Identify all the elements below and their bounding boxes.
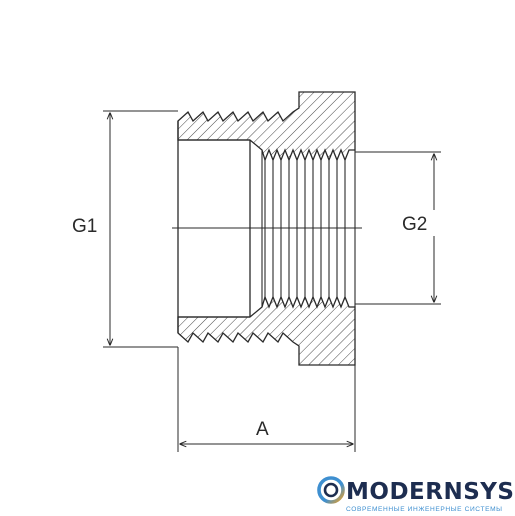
- a-extension-lines: [177, 347, 356, 452]
- section-top-wall: [177, 91, 356, 162]
- g2-extension-lines: [355, 151, 441, 305]
- inner-thread-lines: [261, 150, 356, 307]
- a-label: A: [256, 419, 269, 440]
- g1-label: G1: [72, 216, 97, 237]
- g2-label: G2: [402, 214, 427, 235]
- g1-extension-lines: [103, 110, 178, 348]
- brand-name: MODERNSYS: [346, 479, 515, 505]
- section-bottom-wall: [177, 295, 356, 366]
- bore-outline: [177, 121, 251, 333]
- ring-logo-icon: [317, 476, 345, 504]
- brand-tagline: СОВРЕМЕННЫЕ ИНЖЕНЕРНЫЕ СИСТЕМЫ: [346, 506, 503, 513]
